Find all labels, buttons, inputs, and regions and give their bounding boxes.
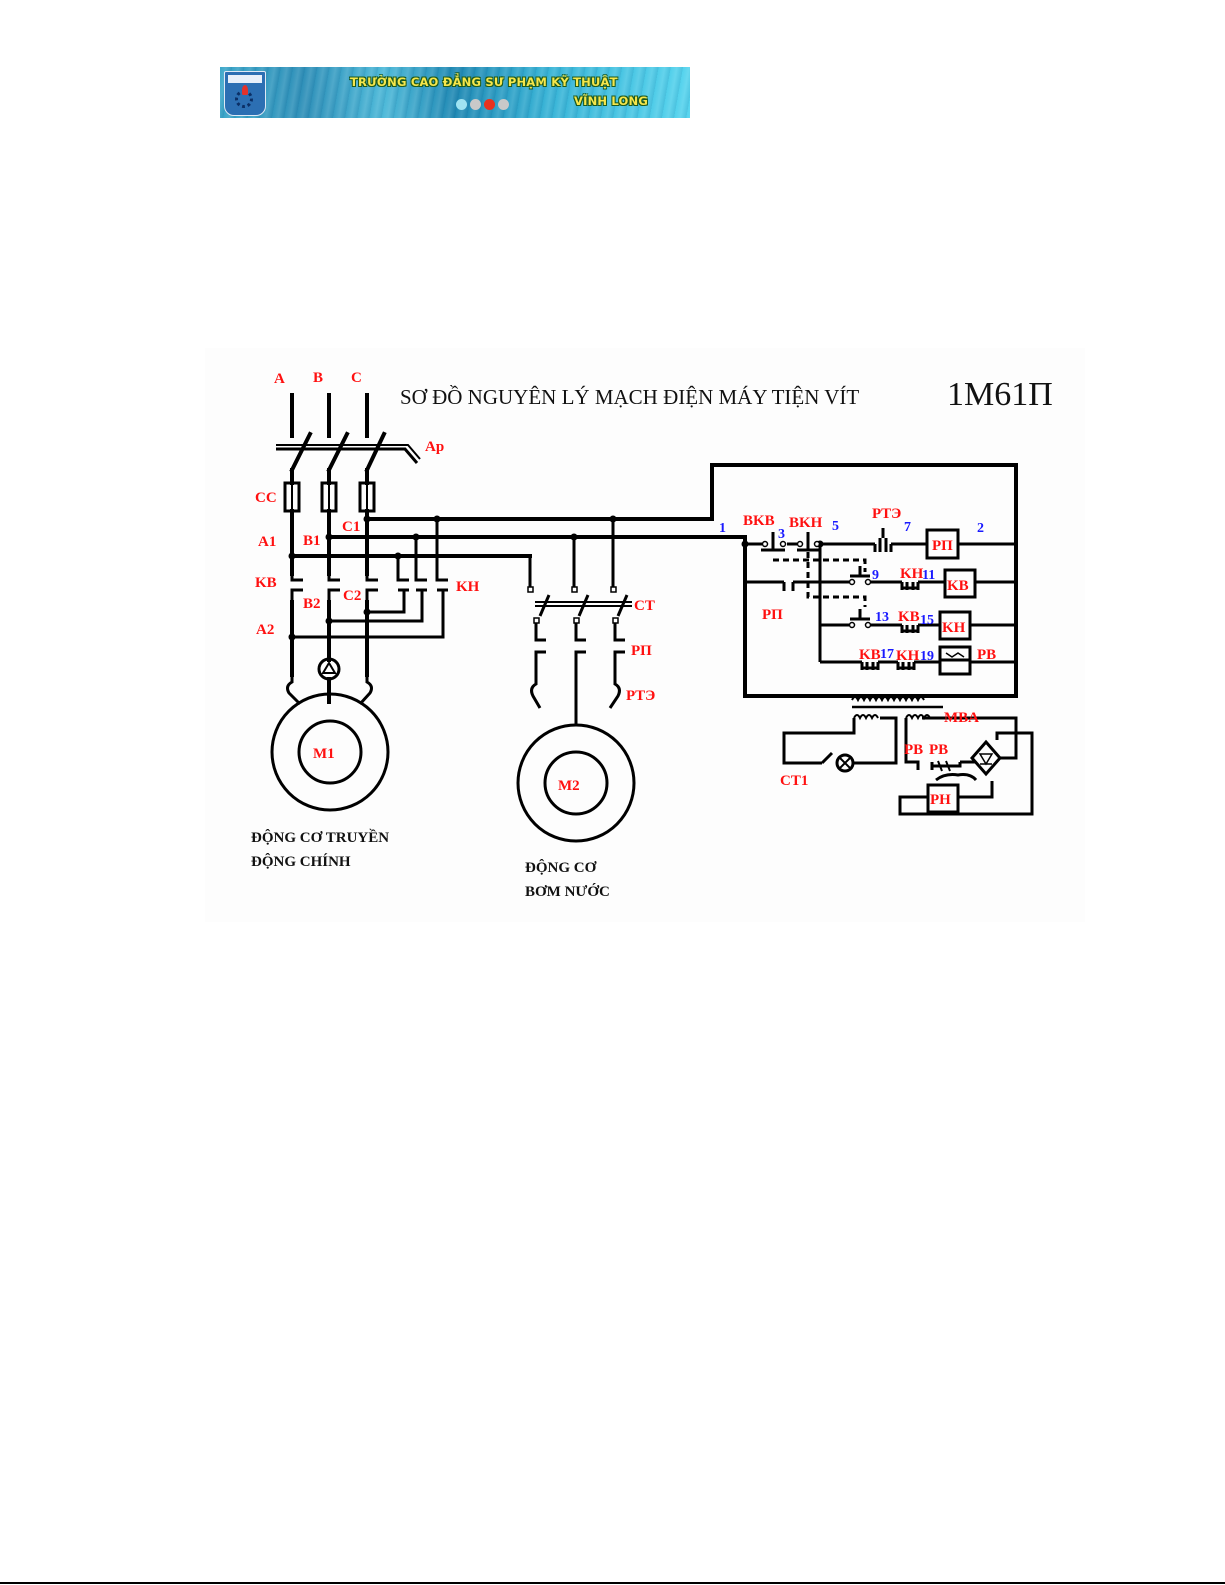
label-a1: A1	[258, 534, 276, 550]
logo-header	[228, 75, 262, 83]
label-bkh: BKH	[789, 515, 823, 531]
circuit-breaker-ap	[276, 434, 420, 483]
label-a2: A2	[256, 622, 274, 638]
label-kh: KH	[456, 579, 480, 595]
motor-m1-label: M1	[313, 746, 335, 762]
coil-rp: PП	[932, 538, 953, 554]
label-bkb: BKB	[743, 513, 775, 529]
phase-label-a: A	[274, 371, 285, 387]
node-13: 13	[875, 610, 889, 625]
torch-icon	[242, 85, 248, 95]
banner-dot	[456, 99, 467, 110]
phase-label-c: C	[351, 370, 362, 386]
label-b1: B1	[303, 533, 321, 549]
node-9: 9	[872, 568, 879, 583]
college-banner: TRƯỜNG CAO ĐẲNG SƯ PHẠM KỸ THUẬT VĨNH LO…	[220, 67, 690, 118]
label-pb-1: PB	[904, 742, 923, 758]
label-rte-control: PTЭ	[872, 506, 901, 522]
node-19: 19	[920, 649, 934, 664]
motor-m2-label: M2	[558, 778, 580, 794]
fuse-label: CC	[255, 490, 277, 506]
banner-title-line1: TRƯỜNG CAO ĐẲNG SƯ PHẠM KỸ THUẬT	[350, 75, 618, 89]
label-rte-power: PTЭ	[626, 688, 655, 704]
node-15: 15	[920, 613, 934, 628]
node-7: 7	[904, 520, 911, 535]
page-bottom-rule	[0, 1582, 1225, 1584]
motor-m2-caption-line2: BƠM NƯỚC	[525, 883, 610, 900]
label-kh-contact-1: KH	[900, 566, 924, 582]
coil-ph: PH	[930, 792, 951, 808]
fuses-cc	[285, 483, 374, 511]
node-17: 17	[880, 647, 894, 662]
coil-kh: KH	[942, 620, 966, 636]
diagram-title: SƠ ĐỒ NGUYÊN LÝ MẠCH ĐIỆN MÁY TIỆN VÍT	[400, 385, 859, 409]
label-ct1: CT1	[780, 773, 808, 789]
breaker-label: Ap	[425, 439, 444, 455]
coil-kb: KB	[947, 578, 969, 594]
node-2: 2	[977, 521, 984, 536]
label-rp-contact: PП	[762, 607, 783, 623]
label-kb: KB	[255, 575, 277, 591]
label-ct: CT	[634, 598, 655, 614]
schematic-svg: SƠ ĐỒ NGUYÊN LÝ MẠCH ĐIỆN MÁY TIỆN VÍT 1…	[205, 348, 1085, 922]
label-rp-power: PП	[631, 643, 652, 659]
label-mba: MBA	[944, 710, 979, 726]
coil-pb: PB	[977, 647, 996, 663]
label-b2: B2	[303, 596, 321, 612]
label-c2: C2	[343, 588, 361, 604]
banner-dot	[484, 99, 495, 110]
node-11: 11	[922, 568, 935, 583]
phase-label-b: B	[313, 370, 323, 386]
label-kb-contact-1: KB	[898, 609, 920, 625]
machine-model: 1M61П	[947, 376, 1053, 413]
label-pb-2: PB	[929, 742, 948, 758]
banner-dot	[498, 99, 509, 110]
motor-m1-caption-line2: ĐỘNG CHÍNH	[251, 853, 351, 870]
schematic-diagram: SƠ ĐỒ NGUYÊN LÝ MẠCH ĐIỆN MÁY TIỆN VÍT 1…	[205, 348, 1085, 922]
motor-m1-caption-line1: ĐỘNG CƠ TRUYỀN	[251, 829, 389, 846]
label-kh-contact-2: KH	[896, 648, 920, 664]
node-3: 3	[778, 527, 785, 542]
incoming-lines	[292, 395, 367, 436]
node-1: 1	[719, 521, 726, 536]
m1-power-wiring	[288, 511, 745, 704]
banner-dots	[456, 99, 509, 110]
label-kb-contact-2: KB	[859, 647, 881, 663]
node-5: 5	[832, 519, 839, 534]
label-c1: C1	[342, 519, 360, 535]
banner-dot	[470, 99, 481, 110]
college-logo	[224, 71, 266, 116]
motor-m2-caption-line1: ĐỘNG CƠ	[525, 859, 597, 876]
banner-title-line2: VĨNH LONG	[574, 94, 648, 108]
